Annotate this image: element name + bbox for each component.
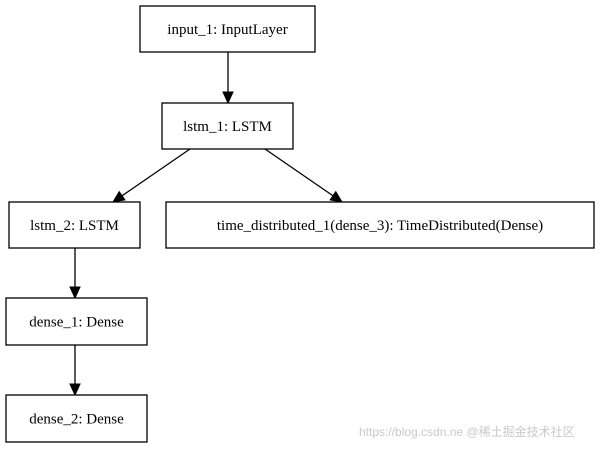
edge-dense-1-to-dense-2 — [69, 345, 81, 397]
node-dense-2: dense_2: Dense — [5, 394, 148, 443]
arrowhead-icon — [222, 91, 234, 105]
edge-lstm-1-to-lstm-2 — [112, 148, 191, 203]
node-dense-1: dense_1: Dense — [5, 297, 148, 346]
arrowhead-icon — [69, 383, 81, 397]
node-time-distributed-1: time_distributed_1(dense_3): TimeDistrib… — [165, 201, 595, 249]
node-label: dense_1: Dense — [29, 315, 124, 331]
edge-line — [121, 148, 191, 197]
node-box — [5, 297, 148, 346]
edge-input-1-to-lstm-1 — [222, 52, 234, 105]
node-input-1: input_1: InputLayer — [139, 5, 316, 53]
edge-lstm-1-to-time-distributed-1 — [264, 148, 343, 203]
node-box — [139, 5, 316, 53]
node-box — [5, 394, 148, 443]
edges-layer — [69, 52, 343, 397]
nodes-layer: input_1: InputLayer lstm_1: LSTM lstm_2: L… — [5, 5, 595, 443]
arrowhead-icon — [329, 190, 343, 203]
node-label: time_distributed_1(dense_3): TimeDistrib… — [217, 218, 543, 234]
edge-line — [264, 148, 334, 197]
node-lstm-2: lstm_2: LSTM — [8, 201, 141, 249]
node-label: dense_2: Dense — [29, 412, 124, 428]
watermark-text: https://blog.csdn.ne @稀土掘金技术社区 — [359, 424, 575, 439]
edge-lstm-2-to-dense-1 — [69, 248, 81, 300]
arrowhead-icon — [112, 190, 126, 203]
node-lstm-1: lstm_1: LSTM — [161, 102, 294, 150]
node-box — [8, 201, 141, 249]
node-box — [165, 201, 595, 249]
arrowhead-icon — [69, 286, 81, 300]
node-box — [161, 102, 294, 150]
node-label: input_1: InputLayer — [167, 22, 287, 38]
node-label: lstm_2: LSTM — [30, 218, 119, 234]
node-label: lstm_1: LSTM — [183, 119, 272, 135]
